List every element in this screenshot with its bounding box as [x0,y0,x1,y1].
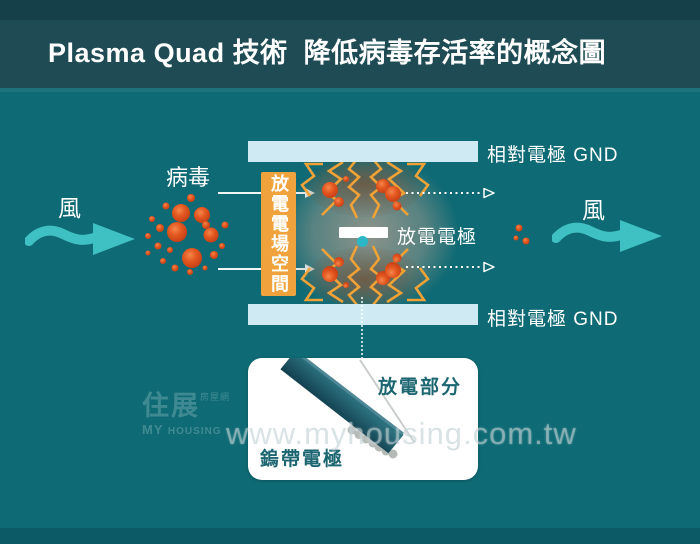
virus-cluster-icon [145,194,229,275]
virus-remnant-icon [513,224,530,245]
discharge-electrode-dot [357,236,368,247]
watermark-url: www.myhousing.com.tw [226,416,577,451]
discharge-bolts-bottom-icon [300,245,430,307]
tungsten-electrode-label: 鎢帶電極 [260,449,345,470]
tungsten-band-icon [280,358,415,459]
bottom-strip [0,528,700,544]
counter-electrode-bar-bottom [248,304,478,325]
wind-right-label: 風 [582,197,605,223]
page-title: Plasma Quad 技術 降低病毒存活率的概念圖 [48,37,607,68]
discharge-electrode-bar [339,227,388,238]
detail-leader-line [361,297,363,359]
electrode-detail-box: 放電部分 鎢帶電極 [248,358,478,480]
watermark-logo-en2: HOUSING [167,426,222,437]
main-top-highlight [0,88,700,92]
watermark-logo-cn: 住展 [142,391,200,421]
watermark-logo-cn-small: 房屋網 [200,392,231,402]
watermark-logo: 住展房屋網 MY HOUSING [142,393,230,437]
output-arrow-bottom-icon [406,261,495,273]
counter-electrode-label-top: 相對電極 GND [487,145,619,166]
wind-arrow-left-icon [25,223,135,255]
discharge-field-label: 放電電場空間 [269,174,289,294]
wind-arrow-right-icon [552,220,662,252]
virus-label: 病毒 [166,165,211,190]
counter-electrode-label-bottom: 相對電極 GND [487,309,619,330]
counter-electrode-bar-top [248,141,478,162]
discharge-field-box: 放電電場空間 [261,172,296,296]
discharge-part-label: 放電部分 [377,377,462,398]
title-bar: Plasma Quad 技術 降低病毒存活率的概念圖 [0,0,700,88]
wind-left-label: 風 [58,195,81,221]
discharge-electrode-label: 放電電極 [397,227,478,248]
discharge-bolts-top-icon [300,157,430,219]
output-arrow-top-icon [406,187,495,199]
diagram-area: 風 病毒 [0,88,700,528]
title-bar-top-edge [0,0,700,20]
watermark-logo-en1: MY [142,422,168,437]
